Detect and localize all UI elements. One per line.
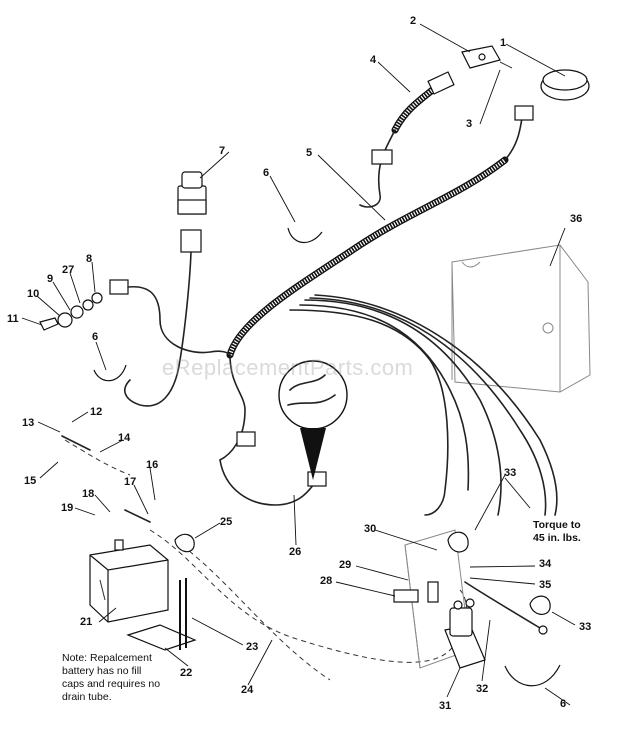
connector [514,105,534,121]
cable-24 [149,529,468,663]
connector [393,589,419,603]
wire-clip [504,664,561,687]
callout-13: 13 [22,417,34,429]
boot-cover [447,531,469,553]
fuse [427,581,439,603]
battery-note: Note: Repalcement battery has no fill ca… [62,652,202,704]
callout-1: 1 [500,37,506,49]
callout-26: 26 [289,546,301,558]
callout-5: 5 [306,147,312,159]
callout-25: 25 [220,516,232,528]
detail-magnifier [278,360,348,480]
callout-labels: 1 2 3 4 5 6 7 6 8 27 9 10 11 6 12 13 14 … [7,15,591,712]
note-line: caps and requires no [62,678,161,690]
callout-22: 22 [180,667,192,679]
callout-18: 18 [82,488,94,500]
callout-2: 2 [410,15,416,27]
callout-14: 14 [118,432,131,444]
note-line: drain tube. [62,691,112,703]
main-harness-loom [226,117,523,359]
callout-19: 19 [61,502,73,514]
cable-14 [64,439,131,476]
callout-6: 6 [263,167,269,179]
callout-33: 33 [579,621,591,633]
wire-clip [287,227,323,243]
connector [371,149,393,165]
callout-15: 15 [24,475,36,487]
connector [236,431,256,447]
callout-6: 6 [92,331,98,343]
callout-12: 12 [90,406,102,418]
torque-line: 45 in. lbs. [533,532,581,544]
leader-lines [21,23,576,706]
wire [219,354,246,461]
note-line: Note: Repalcement [62,652,152,664]
wire-bundle [289,294,558,516]
battery-holddown [126,578,197,651]
note-line: battery has no fill [62,665,142,677]
callout-35: 35 [539,579,551,591]
callout-11: 11 [7,313,19,325]
callout-6: 6 [560,698,566,710]
battery-part-21 [89,539,169,623]
callout-23: 23 [246,641,258,653]
boot-cover [529,595,551,615]
callout-32: 32 [476,683,488,695]
pto-switch-part-7 [177,171,207,215]
wire [124,251,192,407]
wire [219,459,319,506]
callout-21: 21 [80,616,92,628]
callout-36: 36 [570,213,582,225]
cable [61,435,91,451]
watermark: eReplacementParts.com [162,355,414,380]
cable-32 [464,581,541,629]
callout-8: 8 [86,253,92,265]
callout-4: 4 [370,54,377,66]
torque-spec: Torque to 45 in. lbs. [533,519,581,545]
callout-7: 7 [219,145,225,157]
screw-part-3 [499,61,513,69]
callout-34: 34 [539,558,552,570]
callout-24: 24 [241,684,254,696]
ignition-switch-parts [39,292,103,331]
callout-29: 29 [339,559,351,571]
cable [124,509,151,523]
cable-24 [174,539,331,681]
relay-part-1 [540,69,590,101]
wire-clip [93,364,127,382]
callout-27: 27 [62,264,74,276]
connector [180,229,202,253]
callout-33: 33 [504,467,516,479]
callout-9: 9 [47,273,53,285]
callout-28: 28 [320,575,332,587]
callout-31: 31 [439,700,451,712]
callout-16: 16 [146,459,158,471]
callout-30: 30 [364,523,376,535]
connector [109,279,129,295]
wire [127,286,231,356]
bracket-part-2 [461,45,501,69]
callout-3: 3 [466,118,472,130]
connector [307,471,327,487]
callout-10: 10 [27,288,39,300]
torque-line: Torque to [533,519,581,531]
callout-17: 17 [124,476,136,488]
upper-harness-branch [359,71,455,208]
terminal-boot [174,533,195,553]
solenoid-part-31 [444,598,486,669]
